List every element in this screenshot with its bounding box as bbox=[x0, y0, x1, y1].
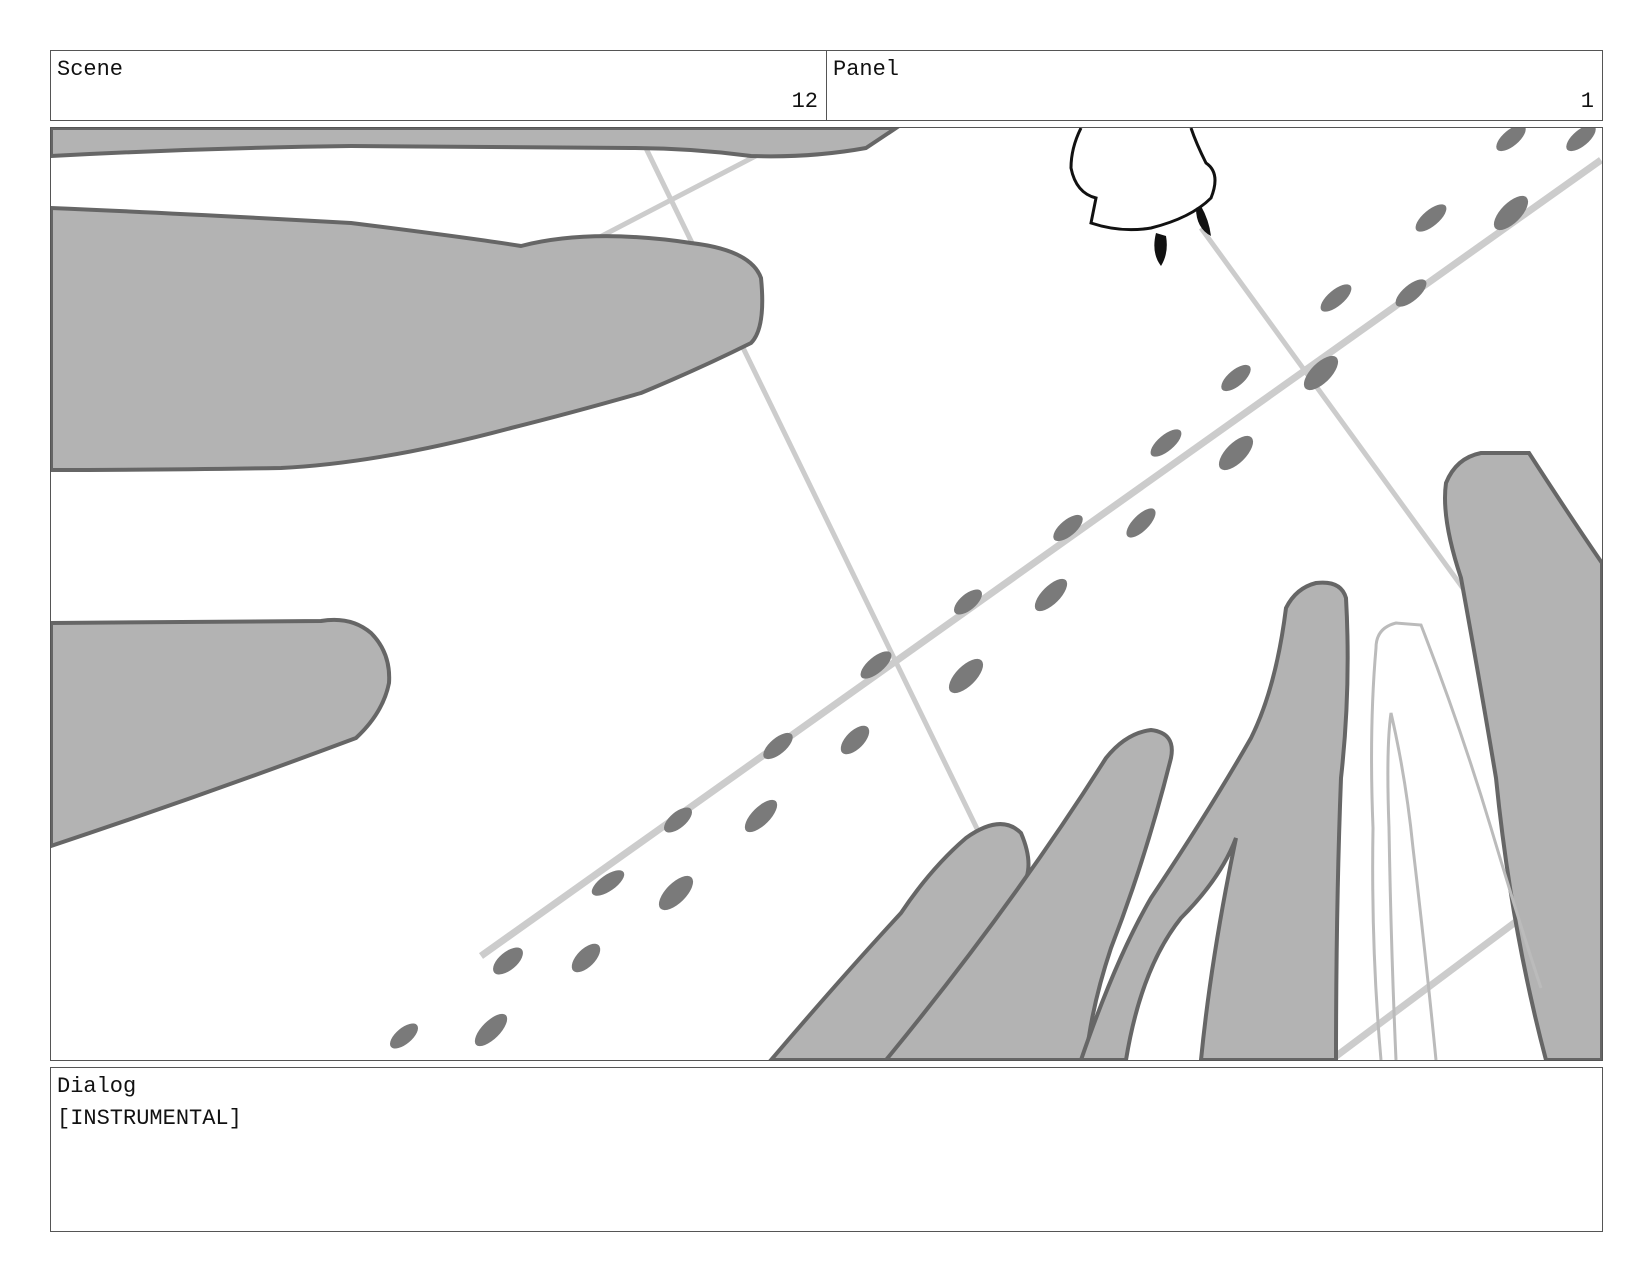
finger-shape bbox=[1078, 580, 1350, 1060]
dash-mark bbox=[763, 732, 793, 760]
finger-shape bbox=[1443, 451, 1602, 1060]
dash-mark bbox=[1496, 128, 1526, 152]
character-foot bbox=[1196, 206, 1211, 236]
storyboard-frame bbox=[50, 127, 1603, 1061]
dash-mark bbox=[663, 807, 693, 833]
dash-mark bbox=[1221, 364, 1251, 392]
storyboard-sketch bbox=[51, 128, 1602, 1060]
dash-marks bbox=[389, 128, 1596, 1049]
dash-mark bbox=[1320, 284, 1352, 312]
dash-mark bbox=[840, 725, 870, 755]
dash-mark bbox=[1395, 279, 1427, 307]
finger-outline bbox=[1386, 712, 1438, 1060]
finger-shape bbox=[883, 727, 1174, 1060]
scene-label: Scene bbox=[57, 57, 124, 82]
character-head bbox=[1069, 128, 1217, 232]
dash-mark bbox=[1053, 514, 1083, 542]
dash-mark bbox=[389, 1023, 419, 1049]
finger-outline bbox=[1370, 621, 1543, 1060]
finger-shape bbox=[51, 128, 900, 159]
finger-shape bbox=[51, 617, 392, 849]
dash-mark bbox=[1493, 195, 1529, 231]
panel-number: 1 bbox=[1580, 89, 1594, 114]
dash-mark bbox=[1126, 508, 1156, 538]
dash-mark bbox=[1566, 128, 1596, 152]
dash-mark bbox=[658, 875, 694, 911]
dash-mark bbox=[948, 658, 984, 694]
scene-field: Scene 12 bbox=[50, 50, 827, 121]
character-figure bbox=[1069, 128, 1217, 266]
dash-mark bbox=[860, 651, 892, 679]
dash-mark bbox=[1218, 435, 1254, 471]
dialog-text: [INSTRUMENTAL] bbox=[57, 1106, 242, 1131]
dialog-field: Dialog [INSTRUMENTAL] bbox=[50, 1067, 1603, 1232]
character-foot bbox=[1154, 233, 1167, 266]
dash-mark bbox=[591, 870, 625, 896]
dash-mark bbox=[1034, 578, 1068, 612]
dash-mark bbox=[571, 943, 601, 973]
dialog-label: Dialog bbox=[57, 1074, 137, 1099]
scene-number: 12 bbox=[791, 89, 818, 114]
panel-label: Panel bbox=[833, 57, 900, 82]
dash-mark bbox=[744, 799, 778, 833]
dash-mark bbox=[474, 1013, 508, 1047]
dash-mark bbox=[493, 947, 523, 975]
panel-field: Panel 1 bbox=[826, 50, 1603, 121]
finger-shape bbox=[51, 205, 765, 473]
dash-mark bbox=[1415, 204, 1447, 232]
dash-mark bbox=[1150, 429, 1182, 457]
dash-mark bbox=[1303, 355, 1339, 391]
dash-mark bbox=[953, 589, 983, 615]
